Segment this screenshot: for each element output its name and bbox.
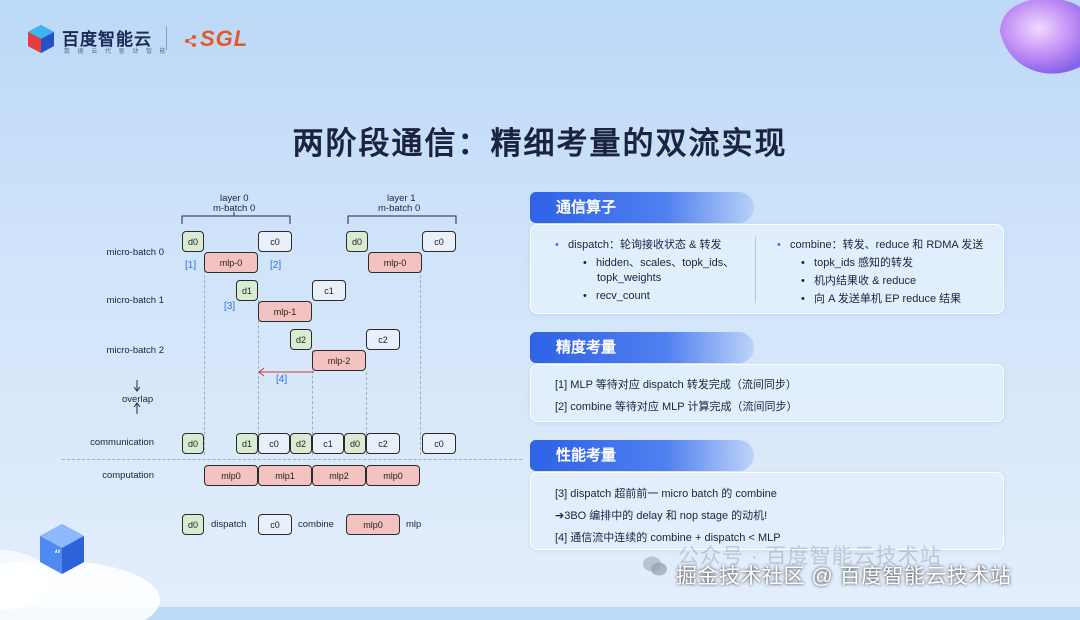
annotation-4: [4] bbox=[276, 374, 288, 385]
legend-dispatch-swatch: d0 bbox=[182, 514, 204, 535]
guide-line bbox=[204, 255, 205, 455]
perf-line-3: [4] 通信流中连续的 combine + dispatch < MLP bbox=[555, 532, 781, 544]
sgl-logo-icon bbox=[185, 35, 196, 47]
dispatch-box: d0 bbox=[182, 433, 204, 454]
mlp-box: mlp-0 bbox=[204, 252, 258, 273]
mlp-box: mlp0 bbox=[366, 465, 420, 486]
section-precision-title: 精度考量 bbox=[530, 332, 754, 363]
group1-label-line2: m-batch 0 bbox=[378, 203, 421, 214]
mlp-box: mlp-0 bbox=[368, 252, 422, 273]
dispatch-box: d0 bbox=[346, 231, 368, 252]
combine-box: c0 bbox=[422, 433, 456, 454]
purple-blob-decoration bbox=[1000, 0, 1080, 74]
group-brackets bbox=[181, 212, 457, 224]
legend-mlp-swatch: mlp0 bbox=[346, 514, 400, 535]
guide-line bbox=[312, 350, 313, 455]
ops-dispatch-main: • dispatch：轮询接收状态 & 转发 bbox=[555, 239, 722, 251]
combine-box: c0 bbox=[258, 231, 292, 252]
ops-combine-main: • combine：转发、reduce 和 RDMA 发送 bbox=[777, 239, 984, 251]
watermark-faint: 公众号 · 百度智能云技术站 bbox=[678, 545, 942, 568]
annotation-2: [2] bbox=[270, 260, 282, 271]
precision-line-2: [2] combine 等待对应 MLP 计算完成（流间同步） bbox=[555, 401, 798, 413]
combine-box: c2 bbox=[366, 433, 400, 454]
partner-logo-text: SGL bbox=[200, 26, 249, 51]
dispatch-box: d2 bbox=[290, 329, 312, 350]
row-label-micro-batch-1: micro-batch 1 bbox=[106, 295, 164, 306]
combine-box: c2 bbox=[366, 329, 400, 350]
watermark-text: 掘金技术社区 @ 百度智能云技术站 bbox=[676, 565, 1012, 588]
brand-subtitle: 数 据 云 代 驱 动 智 能 bbox=[64, 49, 169, 55]
row-label-micro-batch-0: micro-batch 0 bbox=[106, 247, 164, 258]
ops-divider bbox=[755, 237, 756, 303]
ops-combine-sub3: • 向 A 发送单机 EP reduce 结果 bbox=[801, 293, 962, 305]
guide-line bbox=[258, 300, 259, 455]
header-divider bbox=[166, 26, 167, 50]
ops-dispatch-sub2: • recv_count bbox=[583, 290, 650, 302]
arrow-annotation-4 bbox=[258, 367, 314, 377]
cube-mascot-icon: “ bbox=[40, 524, 84, 574]
group0-label-line2: m-batch 0 bbox=[213, 203, 256, 214]
combine-box: c1 bbox=[312, 433, 344, 454]
dispatch-box: d1 bbox=[236, 280, 258, 301]
ops-combine-sub1: • topk_ids 感知的转发 bbox=[801, 257, 914, 269]
row-label-computation: computation bbox=[102, 470, 154, 481]
perf-panel: [3] dispatch 超前前一 micro batch 的 combine … bbox=[530, 472, 1004, 550]
wechat-icon bbox=[643, 556, 667, 576]
row-label-micro-batch-2: micro-batch 2 bbox=[106, 345, 164, 356]
dispatch-box: d2 bbox=[290, 433, 312, 454]
perf-line-1: [3] dispatch 超前前一 micro batch 的 combine bbox=[555, 488, 777, 500]
baidu-cloud-logo-icon bbox=[28, 25, 54, 53]
ops-dispatch-sub1: • hidden、scales、topk_ids、 bbox=[583, 257, 735, 269]
row-divider bbox=[62, 459, 522, 460]
brand-name: 百度智能云 bbox=[62, 30, 152, 49]
combine-box: c1 bbox=[312, 280, 346, 301]
dispatch-box: d0 bbox=[344, 433, 366, 454]
row-label-overlap: overlap bbox=[122, 394, 154, 405]
cloud-decoration bbox=[0, 550, 160, 620]
pipeline-diagram: layer 0 m-batch 0 layer 1 m-batch 0 micr… bbox=[0, 0, 522, 607]
group0-label-line1: layer 0 bbox=[220, 193, 249, 204]
legend-mlp-label: mlp bbox=[406, 519, 422, 530]
mlp-box: mlp0 bbox=[204, 465, 258, 486]
section-ops-title: 通信算子 bbox=[530, 192, 754, 223]
ops-combine-sub2: • 机内结果收 & reduce bbox=[801, 275, 917, 287]
annotation-1: [1] bbox=[185, 260, 197, 271]
page-title: 两阶段通信：精细考量的双流实现 bbox=[292, 126, 788, 161]
overlap-arrows-icon bbox=[133, 380, 141, 414]
row-label-communication: communication bbox=[90, 437, 154, 448]
dispatch-box: d1 bbox=[236, 433, 258, 454]
mlp-box: mlp2 bbox=[312, 465, 366, 486]
ops-dispatch-sub1b: topk_weights bbox=[597, 272, 662, 284]
mlp-box: mlp-1 bbox=[258, 301, 312, 322]
legend-combine-swatch: c0 bbox=[258, 514, 292, 535]
ops-panel: • dispatch：轮询接收状态 & 转发 • hidden、scales、t… bbox=[530, 224, 1004, 314]
combine-box: c0 bbox=[422, 231, 456, 252]
perf-line-2: ➔3BO 编排中的 delay 和 nop stage 的动机! bbox=[555, 510, 768, 522]
group1-label-line1: layer 1 bbox=[387, 193, 416, 204]
section-perf-title: 性能考量 bbox=[530, 440, 754, 471]
precision-line-1: [1] MLP 等待对应 dispatch 转发完成（流间同步） bbox=[555, 379, 797, 391]
legend-combine-label: combine bbox=[298, 519, 334, 530]
mlp-box: mlp1 bbox=[258, 465, 312, 486]
annotation-3: [3] bbox=[224, 301, 236, 312]
legend-dispatch-label: dispatch bbox=[211, 519, 247, 530]
dispatch-box: d0 bbox=[182, 231, 204, 252]
precision-panel: [1] MLP 等待对应 dispatch 转发完成（流间同步） [2] com… bbox=[530, 364, 1004, 422]
mlp-box: mlp-2 bbox=[312, 350, 366, 371]
guide-line bbox=[366, 372, 367, 455]
guide-line bbox=[420, 270, 421, 455]
svg-text:“: “ bbox=[54, 548, 61, 564]
combine-box: c0 bbox=[258, 433, 290, 454]
